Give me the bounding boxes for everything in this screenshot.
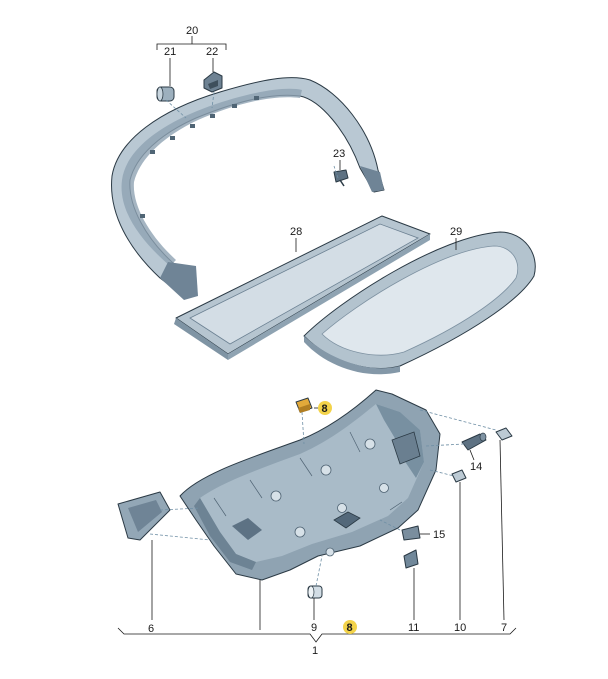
clip-part-22 bbox=[203, 71, 223, 93]
callout-9: 9 bbox=[311, 622, 317, 634]
leader-lines bbox=[117, 36, 517, 643]
clip-part-7 bbox=[495, 427, 513, 441]
callout-1: 1 bbox=[312, 645, 318, 657]
buffer-part-14 bbox=[461, 432, 487, 451]
bumper-part-9 bbox=[307, 585, 323, 599]
callout-10: 10 bbox=[454, 622, 466, 634]
block-part-15 bbox=[401, 525, 421, 541]
callout-11: 11 bbox=[408, 622, 419, 634]
callout-21: 21 bbox=[164, 46, 176, 58]
clip-part-8 bbox=[295, 397, 313, 413]
mat-part-29 bbox=[303, 231, 536, 375]
callout-8-top: 8 bbox=[322, 403, 328, 415]
assembly-lines bbox=[149, 91, 497, 587]
callout-23: 23 bbox=[333, 148, 345, 160]
callout-14: 14 bbox=[470, 461, 482, 473]
cap-part-11 bbox=[403, 549, 419, 569]
callout-8-bottom: 8 bbox=[347, 622, 353, 634]
callout-7: 7 bbox=[501, 622, 507, 634]
callout-6: 6 bbox=[148, 623, 154, 635]
clip-part-10 bbox=[451, 469, 467, 483]
trunk-lid-trim-part-1 bbox=[179, 389, 441, 581]
callout-15: 15 bbox=[433, 529, 445, 541]
callout-labels: 20 21 22 23 28 29 8 14 15 6 9 8 11 10 7 … bbox=[148, 25, 507, 657]
screw-part-23 bbox=[333, 169, 349, 187]
upper-trim-frame bbox=[111, 77, 385, 300]
callout-22: 22 bbox=[206, 46, 218, 58]
panel-part-28 bbox=[174, 215, 431, 360]
bracket-part-6 bbox=[117, 491, 171, 541]
callout-28: 28 bbox=[290, 226, 302, 238]
clip-part-21 bbox=[156, 86, 175, 102]
callout-29: 29 bbox=[450, 226, 462, 238]
callout-8-bottom-badge: 8 bbox=[343, 620, 357, 634]
callout-8-top-badge: 8 bbox=[318, 401, 332, 415]
callout-20: 20 bbox=[186, 25, 198, 37]
